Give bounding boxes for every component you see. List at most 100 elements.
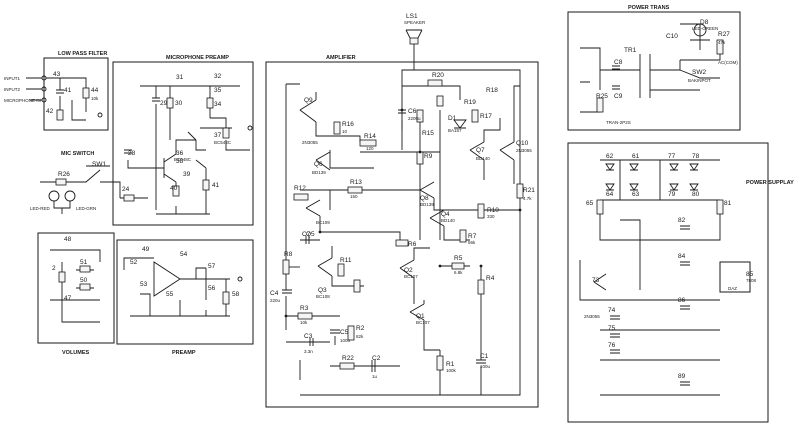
pt-led-label: LED-GREEN xyxy=(692,26,718,31)
ps-c75: 75 xyxy=(608,325,616,332)
pre-55: 55 xyxy=(166,291,174,298)
mic-38: 38 xyxy=(176,158,184,165)
ps-c86: 86 xyxy=(678,297,686,304)
mic-preamp-circuit: 29 30 35 31 34 32 36 38 37 28 40 39 41 2… xyxy=(100,73,253,215)
amp-c5: C5 xyxy=(340,329,349,336)
amp-r15: R15 xyxy=(422,130,434,137)
amp-r3: R3 xyxy=(300,305,309,312)
ps-r81: 81 xyxy=(724,200,732,207)
ps-trans: 73 xyxy=(592,277,600,284)
mic-q36-type: BC548C xyxy=(174,157,192,162)
pre-52: 52 xyxy=(130,259,138,266)
lpf-title: LOW PASS FILTER xyxy=(58,51,107,57)
val-r13: 150 xyxy=(350,194,358,199)
input1-label: INPUT1 xyxy=(4,76,21,81)
mic-preamp-title: MICROPHONE PREAMP xyxy=(166,55,229,61)
amp-r21: R21 xyxy=(523,187,535,194)
type-q5: BC109 xyxy=(316,220,330,225)
amp-r4: R4 xyxy=(486,275,495,282)
ps-d61: 61 xyxy=(632,153,640,160)
volumes-circuit: 48 47 51 50 2 xyxy=(50,236,101,323)
amp-r16: R16 xyxy=(342,121,354,128)
lpf-c41: 41 xyxy=(64,87,72,94)
amp-r17: R17 xyxy=(480,113,492,120)
val-r1: 100k xyxy=(446,368,457,373)
preamp-circuit: 52 53 54 57 55 56 58 49 xyxy=(123,246,243,317)
val-r7: 56k xyxy=(468,240,476,245)
pt-r27-val: 47k xyxy=(718,40,726,45)
input2-label: INPUT2 xyxy=(4,87,21,92)
lpf-val-44: 10k xyxy=(91,96,99,101)
vol-50: 50 xyxy=(80,277,88,284)
pt-c10: C10 xyxy=(666,33,678,40)
inputs-area: INPUT1 INPUT2 MICROPHONE IN xyxy=(4,75,47,103)
mic-led1: LED-RED xyxy=(30,206,51,211)
pt-tr1: TR1 xyxy=(624,47,637,54)
amp-q2: Q2 xyxy=(404,267,413,274)
volumes-box xyxy=(37,232,115,344)
vol-r48: 48 xyxy=(64,236,72,243)
pt-sw2: SW2 xyxy=(692,69,706,76)
pt-sw-label: BAKINPOT xyxy=(688,78,711,83)
ps-d63: 63 xyxy=(632,191,640,198)
speaker-label: SPEAKER xyxy=(404,20,426,25)
type-q1: BC107 xyxy=(416,320,430,325)
val-r21: 4.7k xyxy=(523,196,532,201)
amp-q4: Q4 xyxy=(441,211,450,218)
mic-r26: R26 xyxy=(58,171,70,178)
ps-d64: 64 xyxy=(606,191,614,198)
power-supply-title: POWER SUPPLAY xyxy=(746,180,794,186)
amp-r10: R10 xyxy=(487,207,499,214)
val-c3: 3.3n xyxy=(304,349,313,354)
val-r2: 82k xyxy=(356,334,364,339)
type-q8: BD139 xyxy=(420,202,434,207)
ps-d78: 78 xyxy=(692,153,700,160)
preamp-box xyxy=(116,239,254,345)
val-r14: 120 xyxy=(366,146,374,151)
type-q3: BC108 xyxy=(316,294,330,299)
mic-c29: 29 xyxy=(160,100,168,107)
mic-r35: 35 xyxy=(214,87,222,94)
amp-q3: Q3 xyxy=(318,287,327,294)
mic-r34: 34 xyxy=(214,101,222,108)
mic-q37-type: BC548C xyxy=(214,140,232,145)
lpf-box xyxy=(43,57,109,131)
vol-2: 2 xyxy=(52,265,56,272)
amp-c3: C3 xyxy=(304,333,313,340)
val-c4: 220u xyxy=(270,298,281,303)
lpf-r43: 43 xyxy=(53,71,61,78)
amp-r1: R1 xyxy=(446,361,455,368)
ps-c76: 76 xyxy=(608,342,616,349)
ps-d79: 79 xyxy=(668,191,676,198)
mic-r30: 30 xyxy=(175,100,183,107)
amp-r12: R12 xyxy=(294,185,306,192)
ps-ic-label: 7808 xyxy=(746,278,757,283)
vol-r47: 47 xyxy=(64,295,72,302)
val-r16: 10 xyxy=(342,129,348,134)
mic-switch-circuit: SW1 R26 LED-RED LED-GRN xyxy=(30,161,110,214)
pt-c9: C9 xyxy=(614,93,623,100)
amp-r22: R22 xyxy=(342,355,354,362)
pt-c8: C8 xyxy=(614,59,623,66)
val-c1: 100u xyxy=(480,364,491,369)
pt-trafo: TRAN-2P2S xyxy=(606,120,631,125)
mic-32: 32 xyxy=(214,73,222,80)
mic-c28: 28 xyxy=(128,150,136,157)
amp-r18: R18 xyxy=(486,87,498,94)
val-c6: 2200u xyxy=(408,116,421,121)
amp-q7: Q7 xyxy=(476,147,485,154)
amplifier-box xyxy=(265,61,539,408)
ps-d62: 62 xyxy=(606,153,614,160)
mic-q36: 36 xyxy=(176,150,184,157)
mic-sw1: SW1 xyxy=(92,161,106,168)
val-c2: 1u xyxy=(372,374,378,379)
type-q6: BD139 xyxy=(312,170,326,175)
lpf-r42: 42 xyxy=(46,108,54,115)
type-q2: BC107 xyxy=(404,274,418,279)
pre-49: 49 xyxy=(142,246,150,253)
mic-led2: LED-GRN xyxy=(76,206,96,211)
ps-d80: 80 xyxy=(692,191,700,198)
lpf-r44: 44 xyxy=(91,87,99,94)
amp-c1: C1 xyxy=(480,353,489,360)
pre-54: 54 xyxy=(180,251,188,258)
